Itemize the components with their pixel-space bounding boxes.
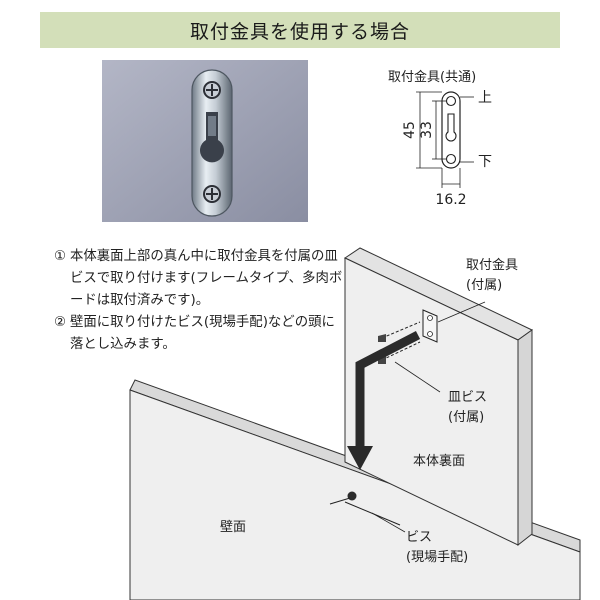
bracket-label-line2: (付属) bbox=[466, 278, 503, 293]
keyhole-bracket-icon bbox=[441, 91, 461, 169]
step-text: 本体裏面上部の真ん中に取付金具を付属の皿ビスで取り付けます(フレームタイプ、多肉… bbox=[70, 249, 343, 308]
panel-back-label: 本体裏面 bbox=[413, 454, 466, 469]
wall-screw-label: ビス (現場手配) bbox=[406, 528, 468, 568]
section-title: 取付金具を使用する場合 bbox=[189, 20, 410, 43]
screw-label-line2: (付属) bbox=[448, 410, 485, 425]
instruction-list: ① 本体裏面上部の真ん中に取付金具を付属の皿ビスで取り付けます(フレームタイプ、… bbox=[54, 246, 344, 356]
label-top: 上 bbox=[478, 90, 492, 106]
wall-screw-label-line1: ビス bbox=[406, 530, 433, 545]
wall-label: 壁面 bbox=[220, 520, 247, 535]
leader-line bbox=[394, 361, 441, 393]
dim-width: 16.2 bbox=[435, 192, 466, 208]
screw-icon bbox=[203, 81, 221, 99]
down-arrow-icon bbox=[347, 331, 421, 470]
screw-label: 皿ビス (付属) bbox=[448, 388, 487, 428]
bracket-label: 取付金具 (付属) bbox=[466, 256, 518, 296]
bracket-photo-illustration bbox=[102, 60, 308, 222]
bracket-spec-diagram: 45 33 16.2 上 下 bbox=[402, 90, 492, 208]
instruction-step: ① 本体裏面上部の真ん中に取付金具を付属の皿ビスで取り付けます(フレームタイプ、… bbox=[54, 246, 344, 312]
leader-line bbox=[371, 512, 406, 533]
leader-line bbox=[437, 301, 486, 323]
installation-diagram bbox=[129, 247, 581, 600]
step-number: ① bbox=[54, 249, 67, 264]
label-bottom: 下 bbox=[478, 154, 492, 170]
spec-title: 取付金具(共通) bbox=[388, 70, 477, 85]
bracket-label-line1: 取付金具 bbox=[466, 258, 519, 273]
dim-height-outer: 45 bbox=[402, 121, 418, 139]
step-text: 壁面に取り付けたビス(現場手配)などの頭に落とし込みます。 bbox=[70, 315, 335, 352]
screw-icon bbox=[203, 185, 221, 203]
screw-label-line1: 皿ビス bbox=[448, 390, 488, 405]
dim-height-inner: 33 bbox=[419, 121, 435, 139]
keyhole-bracket-icon bbox=[422, 309, 438, 343]
instruction-step: ② 壁面に取り付けたビス(現場手配)などの頭に落とし込みます。 bbox=[54, 312, 344, 356]
screw-icon bbox=[329, 491, 357, 505]
keyhole-bracket-icon bbox=[191, 69, 233, 217]
main-body-panel bbox=[343, 247, 533, 547]
wall-screw-label-line2: (現場手配) bbox=[406, 550, 469, 565]
step-number: ② bbox=[54, 315, 67, 330]
section-header: 取付金具を使用する場合 bbox=[40, 12, 560, 48]
bracket-photo bbox=[102, 60, 308, 222]
